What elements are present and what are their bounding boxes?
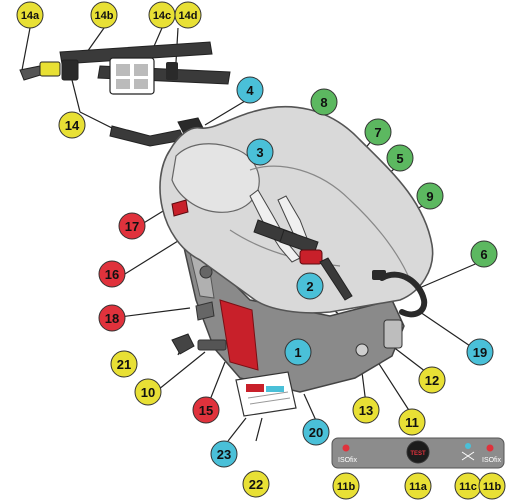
callout-label: 1 (294, 345, 301, 360)
tether-label-pictogram-3 (116, 79, 130, 89)
harness-buckle-icon (300, 250, 322, 264)
callout-11b-left: 11b (333, 473, 359, 499)
callout-label: 16 (105, 267, 119, 282)
callout-label: 11b (483, 481, 502, 493)
callout-13: 13 (353, 397, 379, 423)
callout-label: 7 (374, 125, 381, 140)
callout-23: 23 (211, 441, 237, 467)
callout-label: 13 (359, 403, 373, 418)
callout-label: 10 (141, 385, 155, 400)
callout-10: 10 (135, 379, 161, 405)
callout-label: 20 (309, 425, 323, 440)
callout-8: 8 (311, 89, 337, 115)
manual-booklet (236, 372, 296, 416)
callout-label: 14b (95, 10, 114, 22)
callout-label: 3 (256, 145, 263, 160)
callout-label: 18 (105, 311, 119, 326)
callout-label: 9 (426, 189, 433, 204)
callout-6: 6 (471, 241, 497, 267)
callout-14a: 14a (17, 2, 43, 28)
isofix-led-right-icon (487, 445, 494, 452)
tether-label-pictogram-4 (134, 79, 148, 89)
callout-11b-right: 11b (479, 473, 505, 499)
callout-19: 19 (467, 339, 493, 365)
isofix-release-button-icon (356, 344, 368, 356)
callout-label: 11a (409, 481, 428, 493)
isofix-guide-part (172, 334, 194, 354)
callout-15: 15 (193, 397, 219, 423)
callout-label: 11b (337, 481, 356, 493)
callout-14c: 14c (149, 2, 175, 28)
isofix-indicator-panel-icon (384, 320, 402, 348)
tether-label-pictogram-2 (134, 64, 148, 76)
callout-label: 23 (217, 447, 231, 462)
callout-label: 19 (473, 345, 487, 360)
harness-adjuster-button-icon (372, 270, 386, 280)
isofix-arm-icon (198, 340, 226, 350)
callout-label: 11c (459, 481, 477, 493)
callout-2: 2 (297, 273, 323, 299)
status-led-blue-icon (465, 443, 471, 449)
tether-buckle-icon (62, 60, 78, 80)
callout-7: 7 (365, 119, 391, 145)
callout-label: 4 (246, 83, 254, 98)
callout-label: 5 (396, 151, 403, 166)
callout-16: 16 (99, 261, 125, 287)
callout-21: 21 (111, 351, 137, 377)
callout-label: 14 (65, 118, 80, 133)
callout-12: 12 (419, 367, 445, 393)
callout-label: 6 (480, 247, 487, 262)
callout-14d: 14d (175, 2, 201, 28)
callout-label: 14c (153, 10, 171, 22)
manual-booklet-cover-mark (246, 384, 264, 392)
tether-tensioner-icon (40, 62, 60, 76)
isofix-led-left-icon (343, 445, 350, 452)
callout-label: 12 (425, 373, 439, 388)
callout-3: 3 (247, 139, 273, 165)
tether-adjuster-icon (166, 62, 178, 80)
callout-label: 22 (249, 477, 263, 492)
callout-4: 4 (237, 77, 263, 103)
isofix-indicator-panel: ISOfix TEST ISOfix (332, 438, 504, 468)
callout-label: 14a (21, 10, 40, 22)
callout-22: 22 (243, 471, 269, 497)
callout-label: 8 (320, 95, 327, 110)
isofix-guide-icon (172, 334, 194, 354)
callout-14b: 14b (91, 2, 117, 28)
callout-5: 5 (387, 145, 413, 171)
callout-label: 17 (125, 219, 139, 234)
callout-11c: 11c (455, 473, 481, 499)
callout-label: 2 (306, 279, 313, 294)
callout-label: 15 (199, 403, 213, 418)
callout-label: 21 (117, 357, 131, 372)
callout-17: 17 (119, 213, 145, 239)
isofix-label-left: ISOfix (338, 457, 358, 464)
callout-20: 20 (303, 419, 329, 445)
test-button-label: TEST (410, 451, 426, 457)
manual-booklet-cover-mark-2 (266, 386, 284, 392)
callout-label: 11 (405, 415, 419, 430)
callout-18: 18 (99, 305, 125, 331)
tether-connector-strap (110, 126, 184, 146)
manual-booklet-icon (236, 372, 296, 416)
callout-1: 1 (285, 339, 311, 365)
callout-14: 14 (59, 112, 85, 138)
callout-label: 14d (179, 10, 198, 22)
callout-11a: 11a (405, 473, 431, 499)
callout-9: 9 (417, 183, 443, 209)
isofix-label-right: ISOfix (482, 457, 502, 464)
tether-label-pictogram-1 (116, 64, 130, 76)
callout-11: 11 (399, 409, 425, 435)
